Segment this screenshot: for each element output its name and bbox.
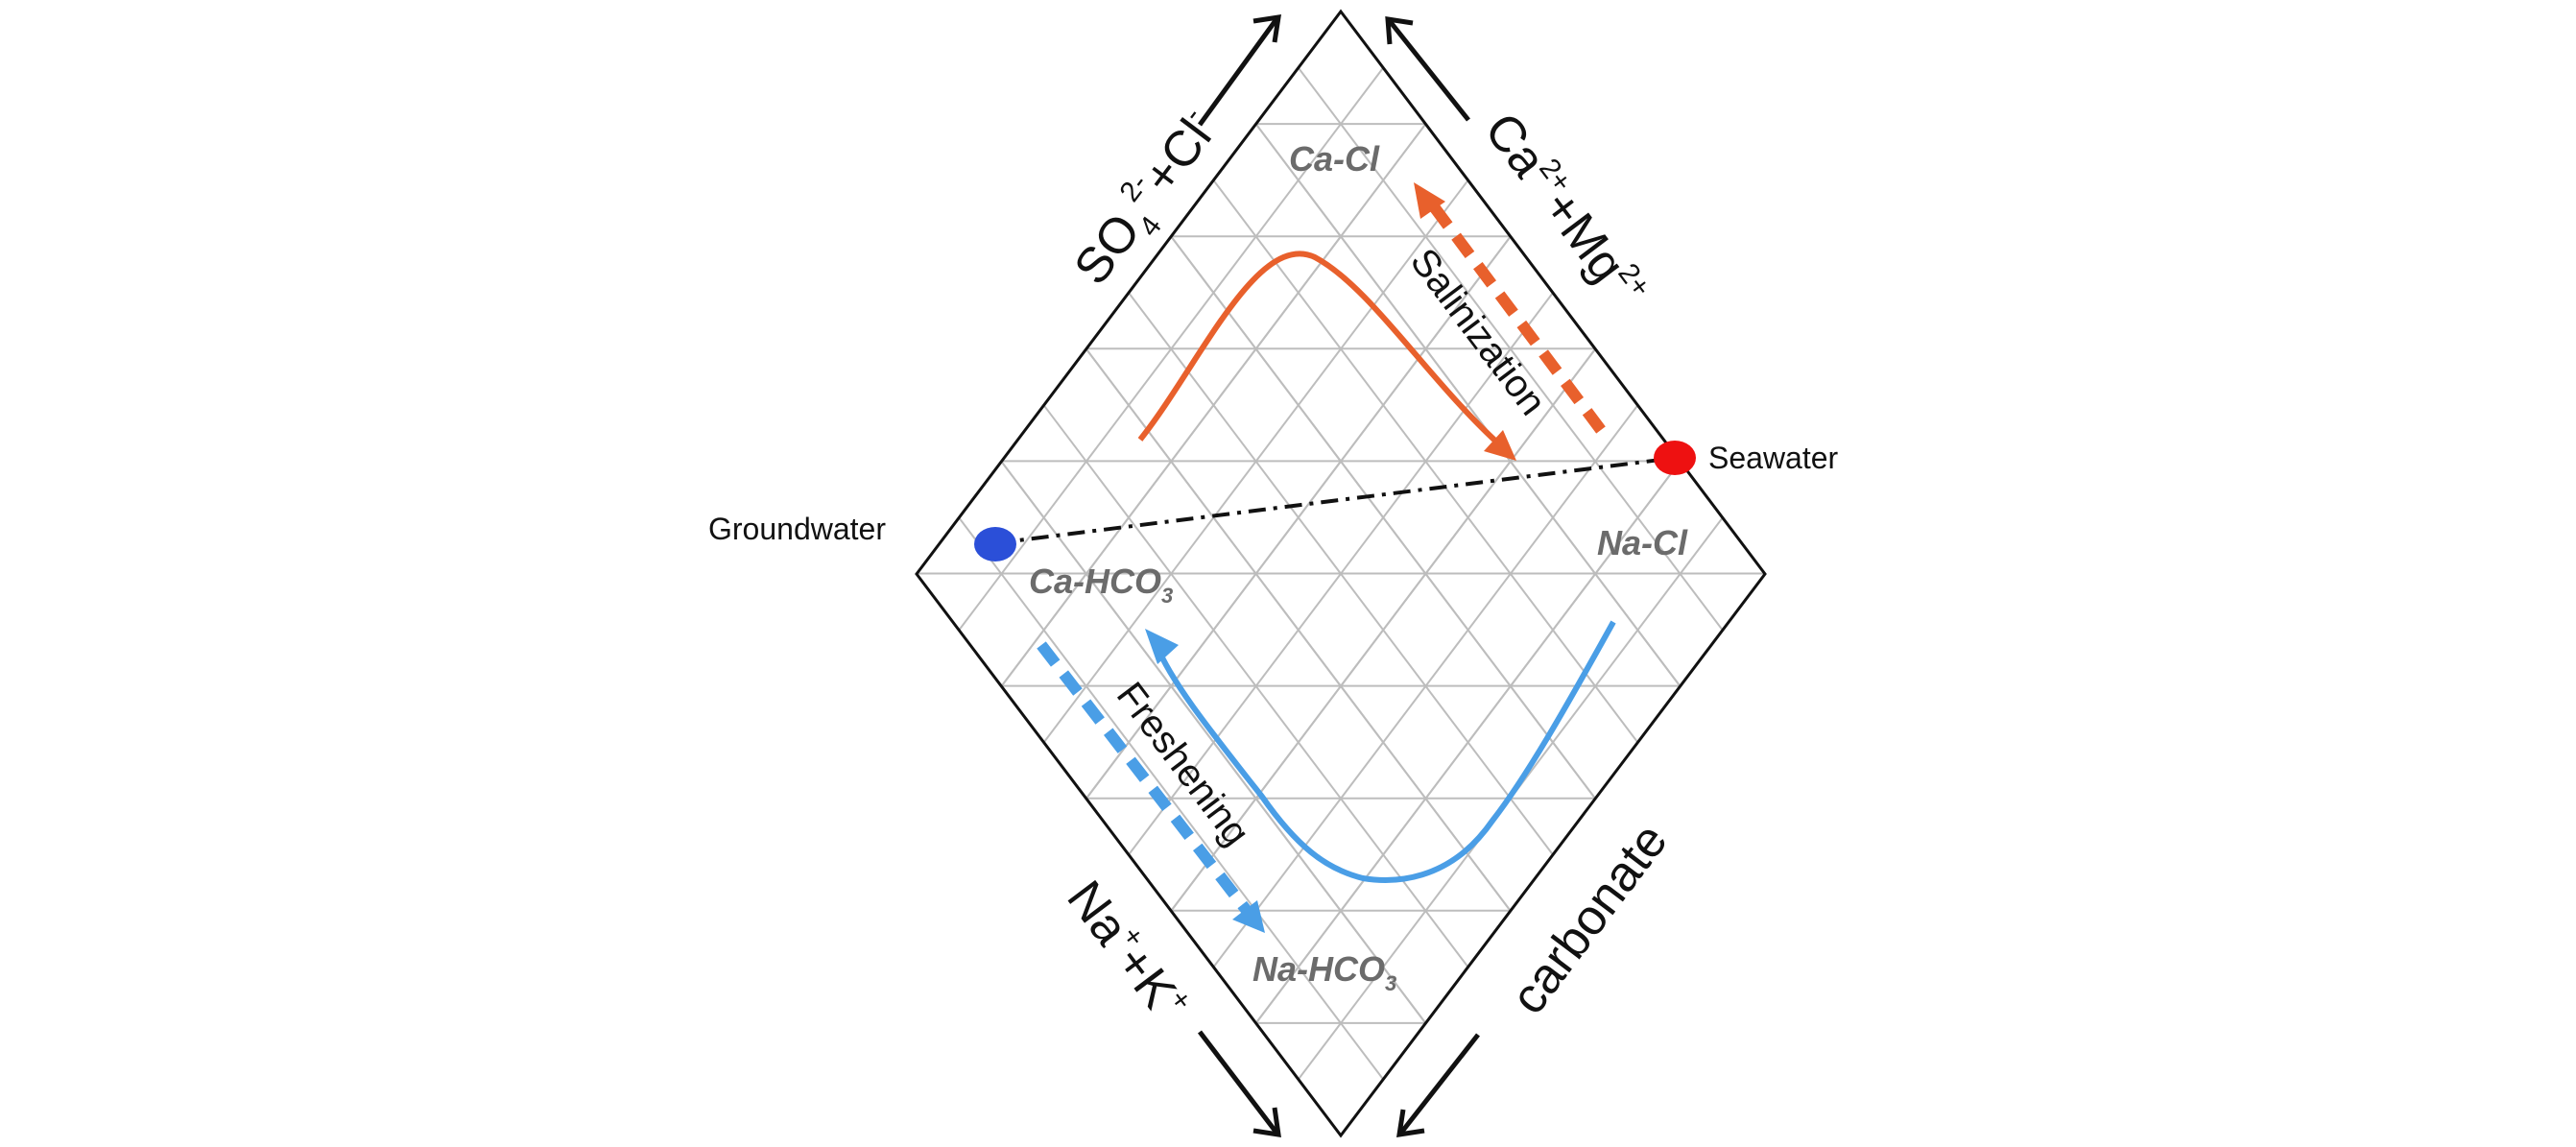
salinization-dashed-arrow [1425,198,1606,434]
freshening-dashed-arrowhead [1232,900,1265,933]
axis-label-upper-right: Ca2++Mg2+ [1473,102,1657,319]
grid-line [1085,347,1512,912]
arrow-lower-left [1198,1030,1278,1135]
diamond-outline [915,9,1767,1138]
facies-na-cl: Na-Cl [1597,523,1688,562]
grid-line [1128,292,1554,856]
grid-line [1212,404,1639,968]
groundwater-point [974,527,1016,562]
salinization-curve [1137,251,1509,454]
facies-ca-hco3: Ca-HCO3 [1029,562,1173,608]
arrow-upper-right-head [1385,16,1414,45]
grid-line [1254,461,1682,1024]
grid-line [958,516,1384,1081]
grid-line [1170,347,1596,912]
seawater-point [1654,441,1696,475]
svg-text:Na++K+: Na++K+ [1056,870,1198,1032]
axis-label-lower-left: Na++K+ [1056,870,1198,1032]
arrow-upper-left-head [1252,14,1281,43]
facies-na-hco3: Na-HCO3 [1252,949,1396,995]
arrow-upper-right [1388,19,1470,122]
svg-text:carbonate: carbonate [1500,814,1679,1025]
freshening-curve [1154,620,1616,883]
arrow-lower-right [1399,1033,1480,1135]
axis-arrows [1197,14,1480,1137]
axis-label-lower-right: carbonate [1500,814,1679,1025]
mixing-line [994,456,1677,545]
diamond-grid [917,66,1765,1081]
freshening-curve-arrowhead [1145,629,1179,664]
arrow-lower-left-head [1252,1107,1281,1137]
facies-ca-cl: Ca-Cl [1289,139,1380,179]
svg-text:Ca2++Mg2+: Ca2++Mg2+ [1473,102,1657,319]
freshening-dashed-arrow [1037,641,1252,916]
arrow-lower-right-head [1396,1109,1425,1137]
salinization-dashed-arrowhead [1414,182,1445,219]
arrow-upper-left [1197,17,1279,127]
grid-line [1042,404,1469,968]
grid-line [1000,461,1427,1024]
salinization-curve-arrowhead [1484,430,1516,461]
axis-label-upper-left: SO42-+Cl- [1061,100,1235,300]
groundwater-label: Groundwater [708,512,886,546]
svg-text:SO42-+Cl-: SO42-+Cl- [1061,100,1235,300]
seawater-label: Seawater [1708,441,1839,475]
